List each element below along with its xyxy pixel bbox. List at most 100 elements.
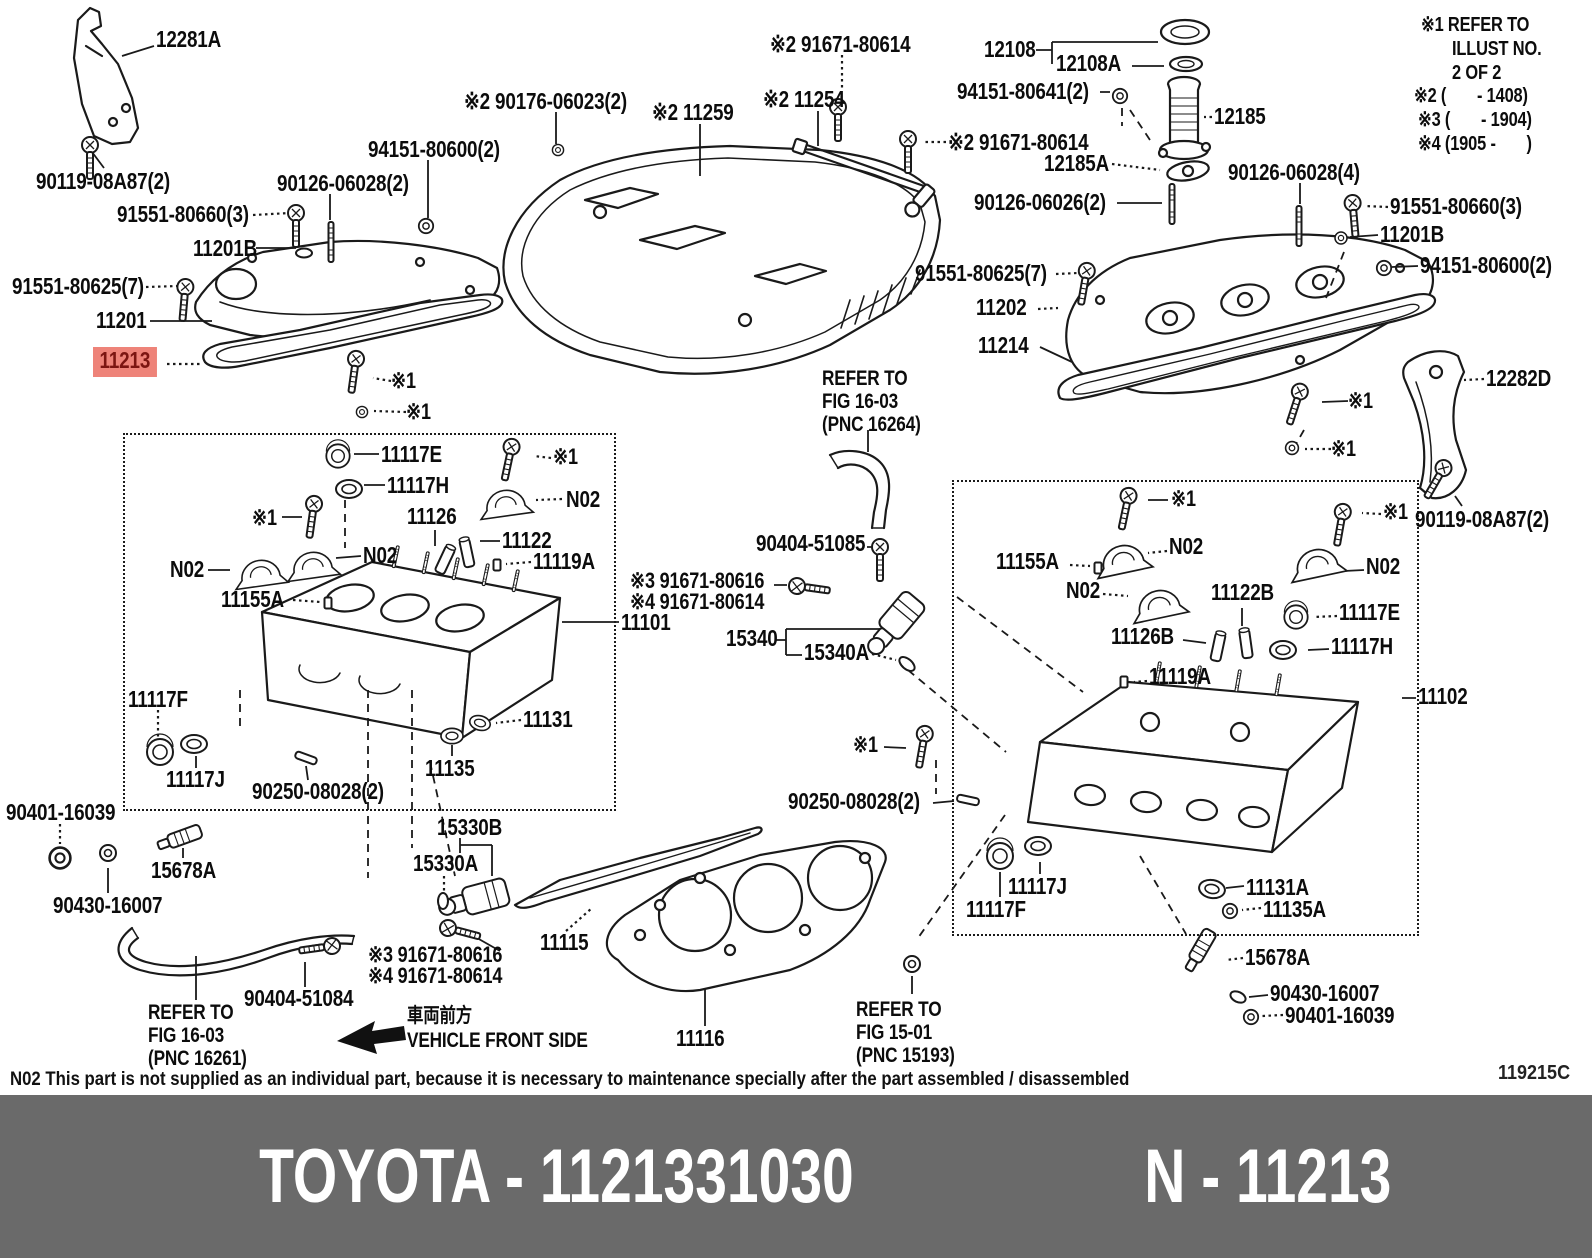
part-label-11117f[interactable]: 11117F xyxy=(128,686,188,712)
part-label-11131a[interactable]: 11131A xyxy=(1246,874,1310,900)
part-label-2-91671-80614[interactable]: ※2 91671-80614 xyxy=(948,129,1089,155)
diagram-art xyxy=(48,6,1485,1054)
leader-lines-dotted xyxy=(58,55,1485,1018)
part-label-2-90176-06023-2[interactable]: ※2 90176-06023(2) xyxy=(464,88,627,114)
part-label-90119-08a87-2[interactable]: 90119-08A87(2) xyxy=(36,168,171,194)
part-label-90250-08028-2[interactable]: 90250-08028(2) xyxy=(252,778,384,804)
part-label-15330a[interactable]: 15330A xyxy=(413,850,479,876)
part-label-2-of-2: 2 OF 2 xyxy=(1452,62,1502,84)
part-label-11119a[interactable]: 11119A xyxy=(1149,663,1211,689)
part-label-2-11254[interactable]: ※2 11254 xyxy=(763,86,845,112)
part-label-refer-to: REFER TO FIG 15-01 (PNC 15193) xyxy=(856,998,955,1068)
part-label-90126-06028-2[interactable]: 90126-06028(2) xyxy=(277,170,409,196)
part-label-vehicle-front-side: VEHICLE FRONT SIDE xyxy=(407,1029,588,1052)
part-label-12108[interactable]: 12108 xyxy=(984,36,1036,62)
part-label-11117h[interactable]: 11117H xyxy=(387,472,449,498)
part-label-11117j[interactable]: 11117J xyxy=(166,766,225,792)
part-label-15678a[interactable]: 15678A xyxy=(151,857,217,883)
part-label-90126-06028-4[interactable]: 90126-06028(4) xyxy=(1228,159,1360,185)
part-label-11126b[interactable]: 11126B xyxy=(1111,623,1175,649)
part-label-90404-51085[interactable]: 90404-51085 xyxy=(756,530,866,556)
part-label-1: ※1 xyxy=(1348,388,1373,413)
part-label-11155a[interactable]: 11155A xyxy=(996,548,1060,574)
part-label-2-91671-80614[interactable]: ※2 91671-80614 xyxy=(770,31,911,57)
part-label-11214[interactable]: 11214 xyxy=(978,332,1029,358)
part-label-12185[interactable]: 12185 xyxy=(1214,103,1266,129)
part-label-11101[interactable]: 11101 xyxy=(621,609,671,635)
part-label-11117e[interactable]: 11117E xyxy=(1339,599,1400,625)
banner-brand-part-number: TOYOTA - 1121331030 xyxy=(258,1134,854,1219)
leader-lines-solid xyxy=(91,41,1463,1026)
part-label-11117h[interactable]: 11117H xyxy=(1331,633,1393,659)
part-label-12282d[interactable]: 12282D xyxy=(1486,365,1552,391)
part-label-15330b[interactable]: 15330B xyxy=(437,814,503,840)
part-label-11213[interactable]: 11213 xyxy=(93,347,157,377)
part-label-11117e[interactable]: 11117E xyxy=(381,441,442,467)
part-label-90430-16007[interactable]: 90430-16007 xyxy=(1270,980,1380,1006)
part-label-90119-08a87-2[interactable]: 90119-08A87(2) xyxy=(1415,506,1550,532)
part-label-11201[interactable]: 11201 xyxy=(96,307,147,333)
part-label-11102[interactable]: 11102 xyxy=(1418,683,1468,709)
part-label-94151-80600-2[interactable]: 94151-80600(2) xyxy=(1420,252,1552,278)
construction-lines-dashed xyxy=(239,108,1345,939)
hardware-icons xyxy=(48,87,1456,1026)
footer-note: N02 This part is not supplied as an indi… xyxy=(10,1068,1130,1090)
part-label-11117f[interactable]: 11117F xyxy=(966,896,1026,922)
part-label-11117j[interactable]: 11117J xyxy=(1008,873,1067,899)
part-label-n02: N02 xyxy=(170,556,205,582)
part-label-4-91671-80614: ※4 91671-80614 xyxy=(368,963,503,988)
part-label-15340a[interactable]: 15340A xyxy=(804,639,870,665)
part-label-refer-to: REFER TO FIG 16-03 (PNC 16264) xyxy=(822,367,921,437)
part-label-94151-80641-2[interactable]: 94151-80641(2) xyxy=(957,78,1089,104)
part-label-11155a[interactable]: 11155A xyxy=(221,586,285,612)
part-label-11122b[interactable]: 11122B xyxy=(1211,579,1275,605)
part-label-3-91671-80616: ※3 91671-80616 xyxy=(368,942,503,967)
part-label-11201b[interactable]: 11201B xyxy=(1380,221,1445,247)
part-number-banner: TOYOTA - 1121331030 N - 11213 xyxy=(0,1095,1592,1258)
part-label-11201b[interactable]: 11201B xyxy=(193,235,258,261)
part-label-illust-no: ILLUST NO. xyxy=(1452,38,1542,60)
part-label-90250-08028-2[interactable]: 90250-08028(2) xyxy=(788,788,920,814)
part-label-90401-16039[interactable]: 90401-16039 xyxy=(1285,1002,1395,1028)
sheet-code: 119215C xyxy=(1498,1062,1571,1084)
part-label-91551-80625-7[interactable]: 91551-80625(7) xyxy=(915,260,1047,286)
part-label-11131[interactable]: 11131 xyxy=(523,706,573,732)
part-label-90404-51084[interactable]: 90404-51084 xyxy=(244,985,354,1011)
part-label-91551-80660-3[interactable]: 91551-80660(3) xyxy=(1390,193,1522,219)
part-label-12281a[interactable]: 12281A xyxy=(156,26,222,52)
part-label-94151-80600-2[interactable]: 94151-80600(2) xyxy=(368,136,500,162)
part-label-15340[interactable]: 15340 xyxy=(726,625,778,651)
part-label-n02: N02 xyxy=(1366,553,1401,579)
part-label-90126-06026-2[interactable]: 90126-06026(2) xyxy=(974,189,1106,215)
part-label-90401-16039[interactable]: 90401-16039 xyxy=(6,799,116,825)
part-label-11135[interactable]: 11135 xyxy=(425,755,475,781)
part-label-90430-16007[interactable]: 90430-16007 xyxy=(53,892,163,918)
part-label-91551-80660-3[interactable]: 91551-80660(3) xyxy=(117,201,249,227)
part-label-1-refer-to: ※1 REFER TO xyxy=(1421,14,1530,36)
part-label-1: ※1 xyxy=(406,399,431,424)
part-label-3-1904: ※3 ( - 1904) xyxy=(1418,109,1532,131)
part-label-11122[interactable]: 11122 xyxy=(502,527,552,553)
part-label-n02: N02 xyxy=(1066,577,1101,603)
part-label-11202[interactable]: 11202 xyxy=(976,294,1027,320)
part-label-15678a[interactable]: 15678A xyxy=(1245,944,1311,970)
part-label-11115[interactable]: 11115 xyxy=(540,929,589,955)
part-label-4-91671-80614: ※4 91671-80614 xyxy=(630,589,765,614)
parts-group-box-left xyxy=(123,433,616,811)
part-label-12185a[interactable]: 12185A xyxy=(1044,150,1110,176)
part-label-refer-to: REFER TO FIG 16-03 (PNC 16261) xyxy=(148,1001,247,1071)
part-label-11119a[interactable]: 11119A xyxy=(533,548,595,574)
part-label-1: ※1 xyxy=(853,732,878,757)
part-label-11126[interactable]: 11126 xyxy=(407,503,457,529)
part-label-11135a[interactable]: 11135A xyxy=(1263,896,1327,922)
part-label-n02: N02 xyxy=(363,542,398,568)
part-label-11116[interactable]: 11116 xyxy=(676,1025,725,1051)
part-label-1: ※1 xyxy=(1331,436,1356,461)
part-label-12108a[interactable]: 12108A xyxy=(1056,50,1122,76)
part-label-2-11259[interactable]: ※2 11259 xyxy=(652,99,734,125)
part-label-1: ※1 xyxy=(553,444,578,469)
parts-group-box-right xyxy=(952,480,1419,936)
part-label-91551-80625-7[interactable]: 91551-80625(7) xyxy=(12,273,144,299)
